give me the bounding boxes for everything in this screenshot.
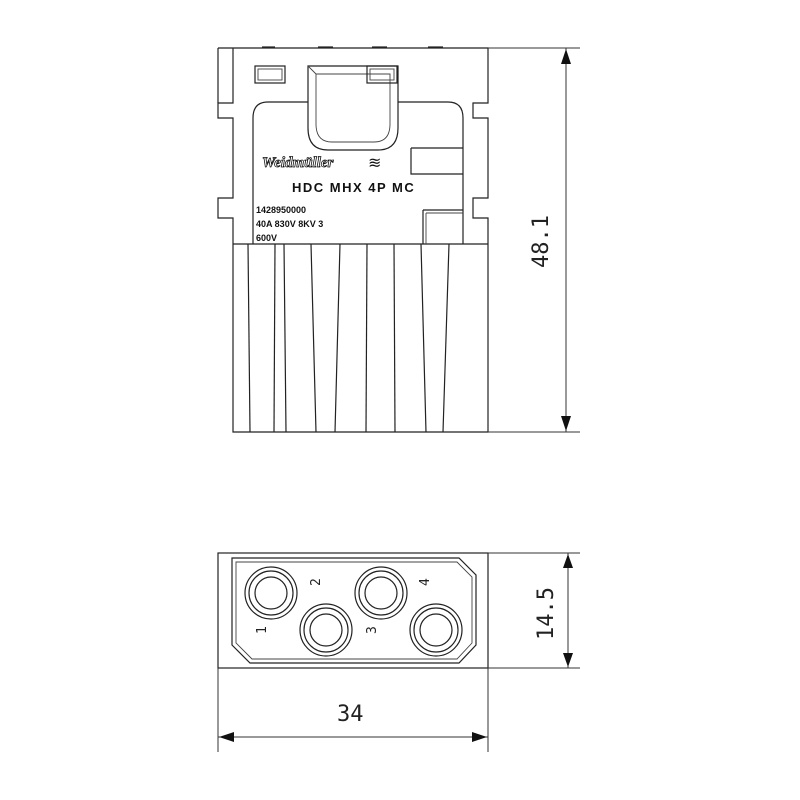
pin-4-contact: [409, 603, 463, 657]
wire-slots: [247, 243, 450, 433]
width-value: 34: [337, 702, 364, 727]
connector-front-view: Weidmüller ≋ HDC MHX 4P MC 1428950000 40…: [217, 46, 489, 433]
depth-value: 14.5: [534, 587, 559, 640]
model-label: HDC MHX 4P MC: [292, 180, 415, 195]
pin-2-contact: [299, 603, 353, 657]
pin-label-1: 1: [255, 626, 270, 634]
width-dimension: 34: [217, 668, 489, 752]
connector-mating-face: 1 2 3 4: [217, 552, 489, 669]
pin-1-contact: [244, 566, 298, 620]
brand-logo-icon: ≋: [368, 153, 381, 172]
pin-3-contact: [354, 566, 408, 620]
pin-label-3: 3: [365, 626, 380, 634]
pin-label-2: 2: [309, 578, 324, 586]
height-value: 48.1: [529, 215, 554, 268]
part-number: 1428950000: [256, 205, 306, 215]
height-dimension: 48.1: [488, 47, 580, 433]
pin-label-4: 4: [418, 578, 433, 586]
rating-line-1: 40A 830V 8KV 3: [256, 219, 323, 229]
rating-line-2: 600V: [256, 233, 277, 243]
depth-dimension: 14.5: [488, 552, 580, 669]
brand-name: Weidmüller: [262, 155, 334, 171]
